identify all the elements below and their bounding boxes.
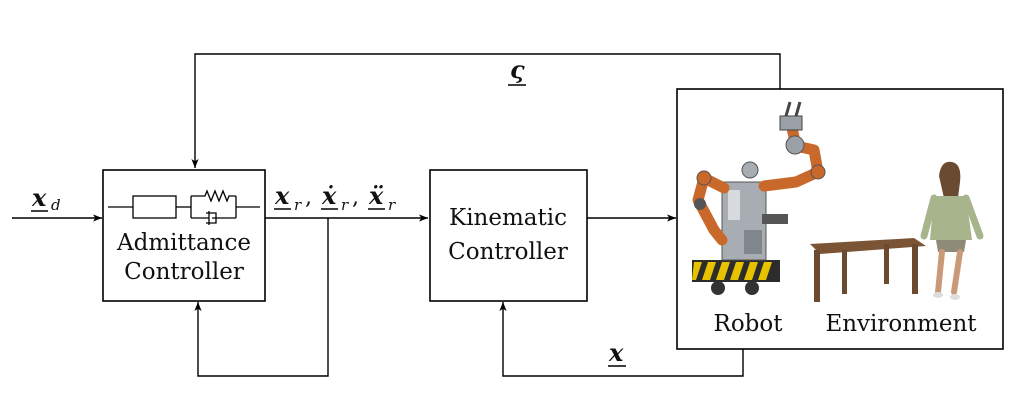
- feedback-bottom-loop: [499, 302, 744, 377]
- desired-pose-label: x d: [31, 183, 61, 214]
- table-illustration: [810, 238, 926, 302]
- admittance-controller-block: [102, 169, 266, 302]
- svg-text:ẍ: ẍ: [368, 181, 384, 210]
- svg-text:,: ,: [305, 185, 312, 210]
- mass-spring-damper-icon: [108, 189, 260, 225]
- svg-text:r: r: [294, 196, 302, 214]
- robot-illustration: [692, 101, 826, 295]
- svg-text:r: r: [341, 196, 349, 214]
- robot-label: Robot: [714, 311, 784, 337]
- feedback-top-loop: [191, 53, 781, 168]
- reference-signals-label: x r , ẋ r , ẍ r: [274, 181, 396, 214]
- svg-text:x: x: [274, 181, 290, 210]
- admittance-label-line1: Admittance: [116, 230, 251, 256]
- svg-text:d: d: [51, 196, 61, 214]
- svg-text:,: ,: [352, 185, 359, 210]
- svg-text:ẋ: ẋ: [321, 181, 337, 210]
- environment-label: Environment: [825, 311, 977, 337]
- kinematic-controller-block: [429, 169, 588, 302]
- admittance-label-line2: Controller: [124, 259, 244, 285]
- wrench-feedback-label: ς: [508, 55, 526, 86]
- svg-text:x: x: [31, 183, 47, 212]
- person-illustration: [920, 161, 984, 300]
- svg-text:r: r: [388, 196, 396, 214]
- svg-text:ς: ς: [510, 55, 525, 84]
- reference-feedback-loop: [194, 218, 329, 377]
- svg-text:x: x: [608, 338, 624, 367]
- pose-feedback-label: x: [608, 338, 626, 367]
- kinematic-label-line2: Controller: [448, 239, 568, 265]
- kinematic-label-line1: Kinematic: [449, 205, 567, 231]
